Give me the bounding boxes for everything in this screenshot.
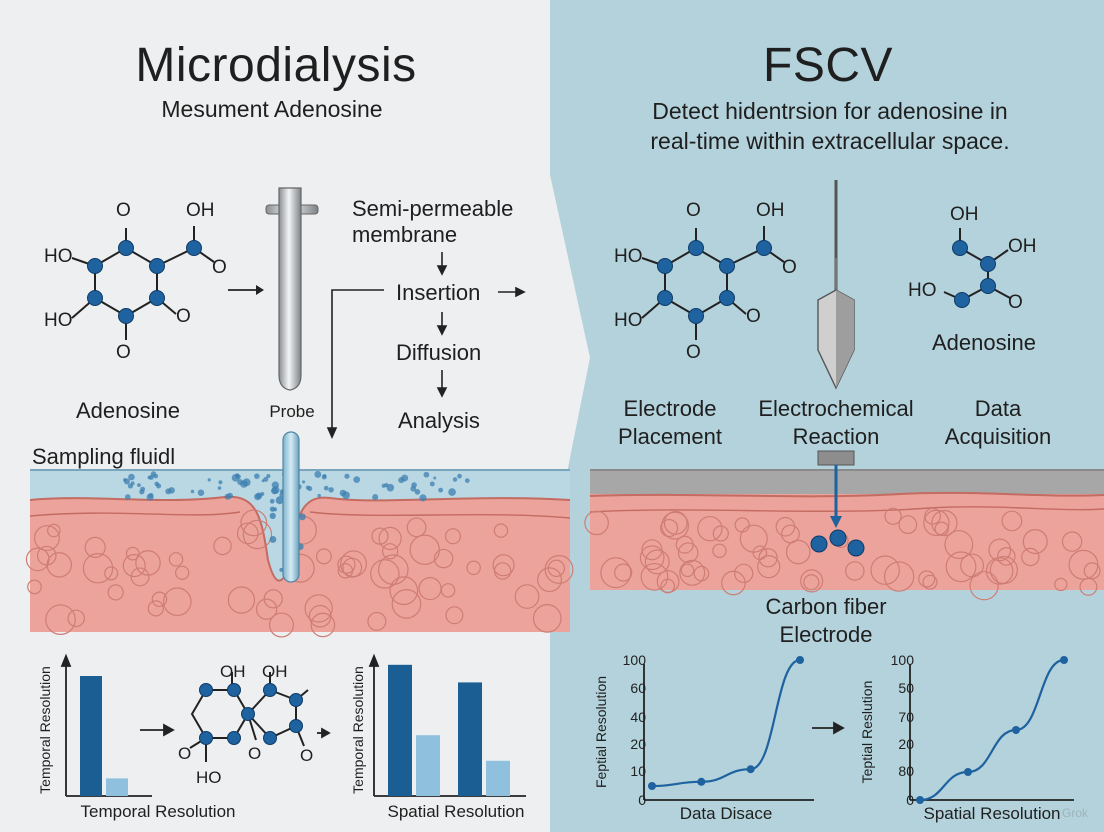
chart3-point [746, 765, 755, 774]
fscv-title: FSCV [762, 39, 894, 92]
atom-ho: HO [44, 246, 73, 267]
fscv-panel [550, 0, 1104, 832]
chart4-tick-label: 20 [898, 736, 914, 752]
membrane-label-2: membrane [352, 222, 458, 247]
atom-o: O [116, 200, 131, 221]
atom-o: O [686, 200, 701, 221]
chart3-tick-label: 10 [630, 763, 646, 779]
chart4-point [1012, 726, 1020, 734]
arrow-icon [228, 285, 264, 295]
atom-oh: OH [950, 204, 979, 225]
right-molecule-atoms [657, 240, 772, 324]
atom-ho: HO [614, 310, 643, 331]
left-adenosine-label: Adenosine [76, 398, 180, 423]
chart3-tick-label: 20 [630, 736, 646, 752]
atom-o: O [248, 744, 262, 763]
atom-oh: OH [1008, 236, 1037, 257]
chart3-point [796, 656, 804, 664]
step-analysis: Analysis [398, 408, 480, 433]
atom-o: O [686, 342, 701, 363]
fscv-subtitle-line-1: Detect hidentrsion for adenosine in [652, 98, 1008, 124]
carbon-fiber-electrode-icon [810, 180, 865, 557]
atom-o: O [746, 306, 761, 327]
chart3-tick-label: 0 [638, 792, 646, 808]
chart4-series-line [919, 658, 1065, 802]
atom-ho: HO [44, 310, 73, 331]
atom-o: O [212, 257, 227, 278]
carbon-fiber-label: Carbon fiber [765, 594, 887, 619]
atom-oh: OH [756, 200, 785, 221]
chart2-xlabel: Spatial Resolution [387, 802, 525, 821]
atom-o: O [178, 744, 192, 763]
atom-oh: OH [186, 200, 215, 221]
stage-electrochemical-reaction: Electrochemical [758, 396, 914, 421]
microdialysis-subtitle: Mesument Adenosine [161, 96, 383, 122]
chart3-series-line [651, 658, 801, 788]
probe-label: Probe [269, 402, 315, 421]
sampling-fluid-label: Sampling fluidl [32, 444, 176, 469]
chart4-ylabel: Teptial Reslution [859, 680, 875, 784]
left-molecule-atoms [87, 240, 202, 324]
atom-o: O [176, 306, 191, 327]
atom-o: O [300, 746, 314, 765]
membrane-label: Semi-permeable [352, 196, 514, 221]
chart3-point [697, 777, 706, 786]
chart1-bar [106, 778, 128, 796]
chart1-bar [80, 676, 102, 796]
chart-molecule-atoms [199, 683, 303, 745]
chart3-tick-label: 40 [630, 709, 646, 725]
chart3-tick-label: 60 [630, 680, 646, 696]
stage-data-acquisition: Data [974, 396, 1022, 421]
chart2-bar [486, 760, 510, 796]
step-insertion: Insertion [396, 280, 481, 305]
atom-oh: OH [262, 662, 288, 681]
chart2-bar [388, 664, 412, 796]
chart4-tick-label: 100 [891, 652, 915, 668]
chart3-point [648, 782, 656, 790]
right-tissue [584, 469, 1104, 601]
chart4-point [1060, 656, 1068, 664]
chart1-ylabel: Temporal Resolution [37, 666, 53, 794]
atom-ho: HO [908, 280, 937, 301]
stage-electrochemical-reaction-2: Reaction [792, 424, 880, 449]
chart1-xlabel: Temporal Resolution [80, 802, 236, 821]
watermark: Grok [1062, 806, 1089, 820]
chart2-bar [416, 735, 440, 796]
chart4-tick-label: 50 [898, 680, 914, 696]
left-tissue [25, 469, 574, 638]
atom-ho: HO [614, 246, 643, 267]
chart4-tick-label: 70 [898, 709, 914, 725]
stage-electrode-placement: Electrode [623, 396, 717, 421]
carbon-fiber-label-2: Electrode [779, 622, 873, 647]
step-diffusion: Diffusion [396, 340, 482, 365]
chart3-tick-label: 100 [623, 652, 647, 668]
workflow-arrows [326, 252, 526, 439]
probe-icon [265, 187, 319, 583]
fscv-subtitle-line-2: real-time within extracellular space. [650, 128, 1010, 154]
atom-ho: HO [196, 768, 222, 787]
chart4-tick-label: 80 [898, 763, 914, 779]
stage-electrode-placement-2: Placement [618, 424, 722, 449]
chart2-ylabel: Temporal Resolution [350, 666, 366, 794]
chart2-bar [458, 682, 482, 796]
chart4-point [916, 796, 924, 804]
chart3-ylabel: Feptial Resolution [593, 675, 609, 789]
right-adenosine-label: Adenosine [932, 330, 1036, 355]
atom-o: O [1008, 292, 1023, 313]
right-adenosine-molecule-2 [943, 228, 1011, 301]
stage-data-acquisition-2: Acquisition [944, 424, 1052, 449]
microdialysis-title: Microdialysis [135, 39, 417, 92]
atom-o: O [782, 257, 797, 278]
chain-atoms [952, 240, 996, 308]
atom-oh: OH [220, 662, 246, 681]
chart4-xlabel: Spatial Resolution [923, 804, 1061, 823]
atom-o: O [116, 342, 131, 363]
chart4-point [964, 768, 972, 776]
chart3-xlabel: Data Disace [679, 804, 773, 823]
chart4-tick-label: 0 [906, 792, 914, 808]
